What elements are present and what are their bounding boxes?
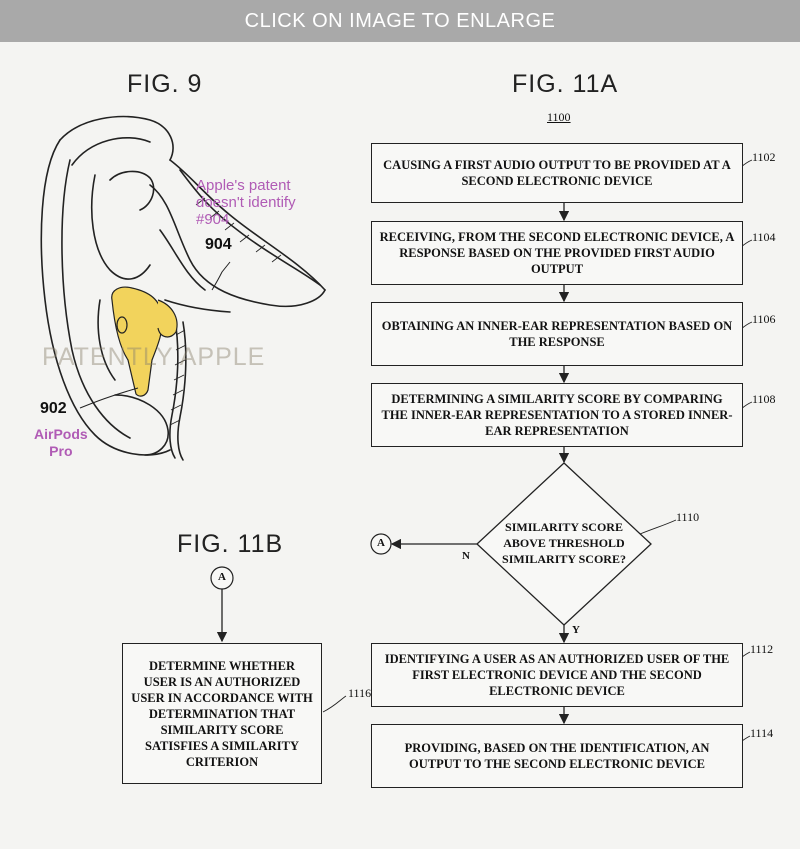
watermark: PATENTLY APPLE: [42, 343, 266, 371]
decision-1110-text: SIMILARITY SCORE ABOVE THRESHOLD SIMILAR…: [484, 519, 644, 567]
hatch-marks: [169, 197, 282, 426]
connector-a-label: A: [377, 537, 385, 549]
enlarge-banner[interactable]: CLICK ON IMAGE TO ENLARGE: [0, 0, 800, 42]
decision-line: SIMILARITY SCORE: [505, 520, 623, 534]
step-1106-box: OBTAINING AN INNER-EAR REPRESENTATION BA…: [371, 302, 743, 366]
product-line: Pro: [49, 443, 73, 459]
ref-1116: 1116: [348, 686, 372, 700]
step-1112-box: IDENTIFYING A USER AS AN AUTHORIZED USER…: [371, 643, 743, 707]
yes-label: Y: [572, 624, 580, 636]
no-label: N: [462, 550, 470, 562]
ref-1104: 1104: [752, 230, 776, 244]
ref-1114: 1114: [750, 726, 774, 740]
ref-1110: 1110: [676, 510, 700, 524]
airpods-pro-earbud: [111, 286, 178, 397]
ref-1106: 1106: [752, 312, 776, 326]
annotation-line: doesn't identify: [196, 194, 296, 211]
product-line: AirPods: [34, 426, 88, 442]
ref-1100: 1100: [547, 110, 571, 124]
fig9-annotation: Apple's patent doesn't identify #904: [196, 177, 296, 228]
step-1116-box: DETERMINE WHETHER USER IS AN AUTHORIZED …: [122, 643, 322, 784]
fig11b-title: FIG. 11B: [177, 530, 284, 558]
ear-drawing: [40, 115, 326, 461]
annotation-line: Apple's patent: [196, 177, 291, 194]
step-1108-box: DETERMINING A SIMILARITY SCORE BY COMPAR…: [371, 383, 743, 447]
connector-a-label-11b: A: [218, 571, 226, 583]
step-1102-box: CAUSING A FIRST AUDIO OUTPUT TO BE PROVI…: [371, 143, 743, 203]
ref-1112: 1112: [750, 642, 774, 656]
ref-1108: 1108: [752, 392, 776, 406]
connector-a-circle-11b: [210, 566, 234, 590]
fig9-title: FIG. 9: [127, 70, 203, 98]
ref-902: 902: [40, 400, 67, 417]
connector-a-circle: [370, 533, 392, 555]
decision-line: SIMILARITY SCORE?: [502, 552, 626, 566]
decision-line: ABOVE THRESHOLD: [503, 536, 625, 550]
fig11a-title: FIG. 11A: [512, 70, 619, 98]
airpods-pro-label: AirPods Pro: [34, 426, 88, 460]
ref-1102: 1102: [752, 150, 776, 164]
step-1104-box: RECEIVING, FROM THE SECOND ELECTRONIC DE…: [371, 221, 743, 285]
annotation-line: #904: [196, 211, 230, 228]
step-1114-box: PROVIDING, BASED ON THE IDENTIFICATION, …: [371, 724, 743, 788]
ref-904: 904: [205, 236, 232, 253]
